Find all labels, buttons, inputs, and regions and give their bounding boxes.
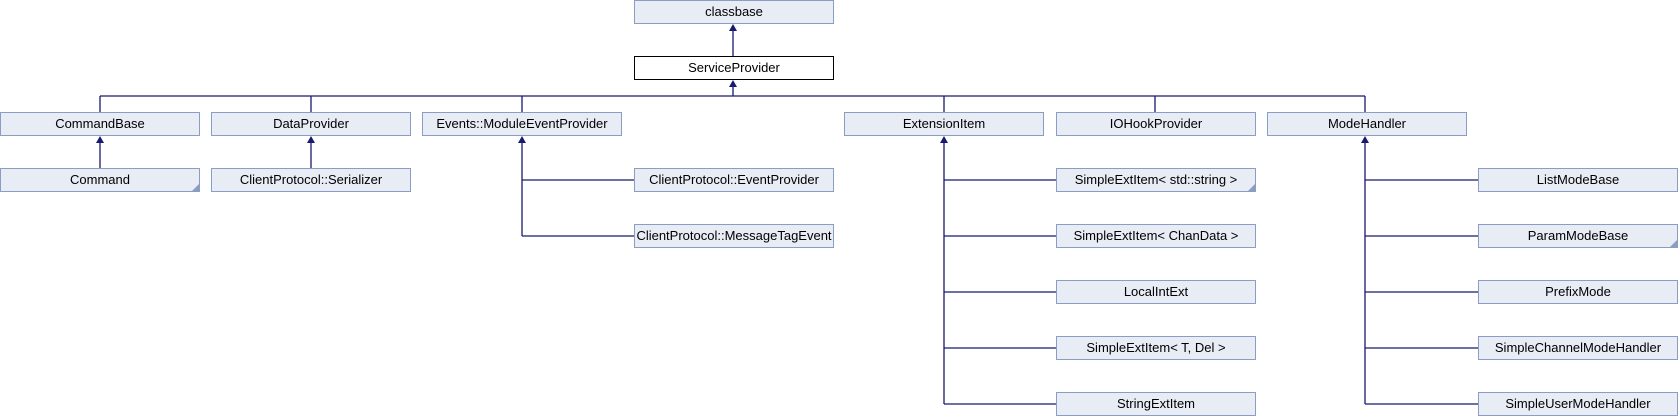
arrowhead-moduleeventprovider <box>518 136 526 143</box>
arrowhead-extensionitem <box>940 136 948 143</box>
arrowhead-dataprovider <box>307 136 315 143</box>
node-commandbase[interactable]: CommandBase <box>0 112 200 136</box>
node-serializer-label: ClientProtocol::Serializer <box>239 172 383 187</box>
node-modehandler-label: ModeHandler <box>1327 116 1407 131</box>
node-simplechannelmodehandler-label: SimpleChannelModeHandler <box>1494 340 1662 355</box>
node-simpleusermodehandler[interactable]: SimpleUserModeHandler <box>1478 392 1678 416</box>
node-command-label: Command <box>70 172 130 187</box>
node-iohookprovider-label: IOHookProvider <box>1109 116 1203 131</box>
node-messagetagevent-label: ClientProtocol::MessageTagEvent <box>636 228 832 243</box>
arrowhead-modehandler <box>1361 136 1369 143</box>
node-messagetagevent[interactable]: ClientProtocol::MessageTagEvent <box>634 224 834 248</box>
arrowhead-serviceprovider <box>729 80 737 87</box>
node-eventprovider[interactable]: ClientProtocol::EventProvider <box>634 168 834 192</box>
node-commandbase-label: CommandBase <box>55 116 145 131</box>
node-simpleext-chandata[interactable]: SimpleExtItem< ChanData > <box>1056 224 1256 248</box>
node-modehandler[interactable]: ModeHandler <box>1267 112 1467 136</box>
node-simpleusermodehandler-label: SimpleUserModeHandler <box>1505 396 1651 411</box>
node-prefixmode-label: PrefixMode <box>1545 284 1611 299</box>
node-extensionitem-label: ExtensionItem <box>902 116 986 131</box>
node-serviceprovider: ServiceProvider <box>634 56 834 80</box>
node-listmodebase-label: ListModeBase <box>1536 172 1620 187</box>
node-stringextitem[interactable]: StringExtItem <box>1056 392 1256 416</box>
node-simpleext-chandata-label: SimpleExtItem< ChanData > <box>1073 228 1239 243</box>
node-parammodebase[interactable]: ParamModeBase <box>1478 224 1678 248</box>
node-simpleext-string-label: SimpleExtItem< std::string > <box>1074 172 1238 187</box>
node-prefixmode[interactable]: PrefixMode <box>1478 280 1678 304</box>
node-simplechannelmodehandler[interactable]: SimpleChannelModeHandler <box>1478 336 1678 360</box>
node-stringextitem-label: StringExtItem <box>1116 396 1196 411</box>
node-moduleeventprovider-label: Events::ModuleEventProvider <box>436 116 608 131</box>
node-extensionitem[interactable]: ExtensionItem <box>844 112 1044 136</box>
node-moduleeventprovider[interactable]: Events::ModuleEventProvider <box>422 112 622 136</box>
node-parammodebase-label: ParamModeBase <box>1527 228 1629 243</box>
node-localintext[interactable]: LocalIntExt <box>1056 280 1256 304</box>
node-dataprovider-label: DataProvider <box>273 116 349 131</box>
node-serviceprovider-label: ServiceProvider <box>688 60 780 75</box>
arrowhead-commandbase <box>96 136 104 143</box>
node-iohookprovider[interactable]: IOHookProvider <box>1056 112 1256 136</box>
node-serializer[interactable]: ClientProtocol::Serializer <box>211 168 411 192</box>
node-simpleext-tdel-label: SimpleExtItem< T, Del > <box>1086 340 1226 355</box>
node-fold-marker <box>1670 240 1677 247</box>
node-simpleext-tdel[interactable]: SimpleExtItem< T, Del > <box>1056 336 1256 360</box>
node-localintext-label: LocalIntExt <box>1123 284 1189 299</box>
node-classbase[interactable]: classbase <box>634 0 834 24</box>
node-eventprovider-label: ClientProtocol::EventProvider <box>649 172 819 187</box>
node-command[interactable]: Command <box>0 168 200 192</box>
node-dataprovider[interactable]: DataProvider <box>211 112 411 136</box>
node-fold-marker <box>1248 184 1255 191</box>
node-classbase-label: classbase <box>705 4 763 19</box>
node-listmodebase[interactable]: ListModeBase <box>1478 168 1678 192</box>
node-fold-marker <box>192 184 199 191</box>
node-simpleext-string[interactable]: SimpleExtItem< std::string > <box>1056 168 1256 192</box>
arrowhead-classbase <box>729 24 737 31</box>
